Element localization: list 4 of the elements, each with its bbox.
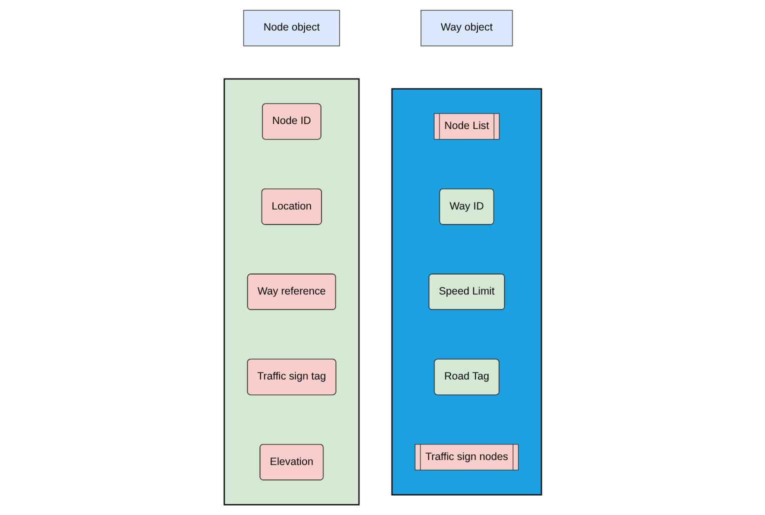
cluster bbox=[390, 88, 542, 496]
cluster bbox=[223, 78, 360, 506]
node-box: Way object bbox=[420, 10, 512, 46]
node-box: Node object bbox=[242, 10, 340, 46]
